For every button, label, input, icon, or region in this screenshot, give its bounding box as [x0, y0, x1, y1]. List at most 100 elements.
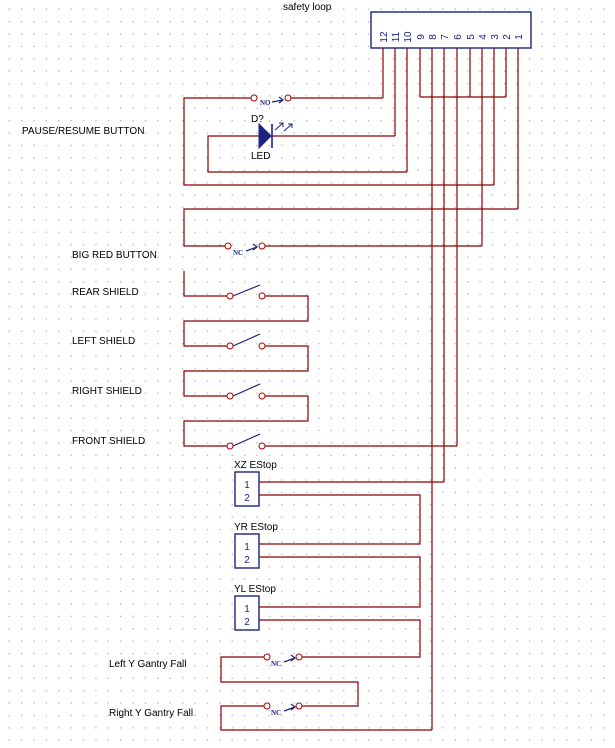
big-red-terminal-left — [224, 242, 232, 250]
right-shield-terminal-right — [258, 392, 266, 400]
connector-pin-label: 3 — [490, 34, 501, 40]
gantry-fall-circuits: Left Y Gantry Fall Right Y Gantry Fall N… — [109, 653, 432, 731]
wire-rear-shield-left — [183, 271, 228, 297]
rear-shield-blade — [232, 284, 261, 297]
left-shield-switch — [226, 333, 266, 350]
yl-estop: YL EStop 1 2 — [234, 584, 276, 631]
xz-estop-pin1: 1 — [244, 480, 250, 491]
connector-pin-label: 6 — [453, 34, 464, 40]
wire-xz-to-yr — [259, 494, 421, 545]
connector-pin-label: 5 — [466, 34, 477, 40]
led-value: LED — [251, 151, 270, 162]
pause-resume-circuit: PAUSE/RESUME BUTTON NO — [22, 94, 494, 186]
big-red-terminal-right — [258, 242, 266, 250]
rear-shield-switch — [226, 284, 266, 300]
wire-right-gantry-to-pin8 — [220, 705, 432, 731]
connector-title: safety loop — [283, 2, 332, 13]
yl-estop-pin1: 1 — [244, 604, 250, 615]
connector-pin-label: 4 — [478, 34, 489, 40]
xz-estop-body — [234, 471, 260, 507]
yl-estop-pin2: 2 — [244, 617, 250, 628]
right-gantry-switch-type: NC — [271, 709, 281, 717]
yr-estop-label: YR EStop — [234, 522, 278, 533]
led-designator: D? — [251, 114, 264, 125]
yr-estop-pin1: 1 — [244, 542, 250, 553]
xz-estop-pin2: 2 — [244, 493, 250, 504]
yl-estop-body — [234, 595, 260, 631]
rear-shield-label: REAR SHIELD — [72, 287, 139, 298]
right-gantry-terminal-right — [295, 702, 303, 710]
left-gantry-label: Left Y Gantry Fall — [109, 659, 186, 670]
left-gantry-terminal-left — [263, 653, 271, 661]
connector-pin-label: 7 — [440, 34, 451, 40]
front-shield-terminal-left — [226, 442, 234, 450]
yr-estop: YR EStop 1 2 — [234, 522, 278, 569]
xz-estop-label: XZ EStop — [234, 460, 277, 471]
big-red-switch-arrow — [245, 243, 258, 252]
yr-estop-pin2: 2 — [244, 555, 250, 566]
rear-shield-terminal-left — [226, 292, 234, 300]
front-shield-terminal-right — [258, 442, 266, 450]
right-shield-terminal-left — [226, 392, 234, 400]
pause-switch-terminal-right — [284, 94, 292, 102]
connector-pin-label: 8 — [428, 34, 439, 40]
xz-estop: XZ EStop 1 2 — [234, 460, 277, 507]
left-shield-terminal-left — [226, 342, 234, 350]
led-symbol — [258, 122, 293, 150]
pause-switch-arrow — [271, 96, 284, 104]
big-red-button-label: BIG RED BUTTON — [72, 250, 157, 261]
big-red-switch-type: NC — [233, 249, 243, 257]
big-red-button-circuit: BIG RED BUTTON NC — [72, 208, 518, 261]
wire-rear-to-left — [183, 295, 309, 347]
right-gantry-switch: NC — [263, 702, 303, 717]
connector-pin-label: 9 — [416, 34, 427, 40]
led-triangle — [258, 122, 272, 150]
left-shield-label: LEFT SHIELD — [72, 336, 135, 347]
connector-pin-label: 1 — [514, 34, 525, 40]
wire-left-to-right — [183, 345, 309, 397]
right-gantry-label: Right Y Gantry Fall — [109, 708, 193, 719]
connector-pin-label: 2 — [502, 34, 513, 40]
rear-shield-terminal-right — [258, 292, 266, 300]
right-shield-switch — [226, 383, 266, 400]
wire-led-return — [207, 135, 407, 173]
front-shield-blade — [232, 433, 261, 447]
right-shield-blade — [232, 383, 261, 397]
wire-left-to-right-gantry — [220, 656, 359, 707]
led-circuit: D? LED — [207, 114, 407, 173]
left-gantry-terminal-right — [295, 653, 303, 661]
estop-circuits: XZ EStop 1 2 YR EStop 1 2 YL EStop 1 2 — [234, 460, 444, 658]
led-emission-arrow-1 — [274, 122, 284, 131]
shield-circuits: REAR SHIELD LEFT SHIELD RIGHT SHIELD FRO… — [72, 271, 457, 450]
big-red-button-switch: NC — [224, 242, 266, 257]
left-gantry-switch-arrow — [283, 654, 296, 663]
right-gantry-terminal-left — [263, 702, 271, 710]
pause-switch-type: NO — [260, 99, 271, 107]
wire-yl-to-left-gantry — [259, 619, 421, 658]
left-shield-blade — [232, 333, 261, 347]
front-shield-label: FRONT SHIELD — [72, 436, 145, 447]
connector-pin-label: 10 — [403, 31, 414, 43]
yl-estop-label: YL EStop — [234, 584, 276, 595]
wire-right-to-front — [183, 395, 309, 447]
wire-pause-loop — [183, 97, 494, 186]
pause-button-switch: NO — [250, 94, 292, 107]
connector-body — [370, 11, 532, 49]
yr-estop-body — [234, 533, 260, 569]
left-gantry-switch-type: NC — [271, 660, 281, 668]
connector-pin-leads — [382, 48, 519, 730]
wire-pin1-to-big-red — [183, 208, 518, 247]
left-gantry-switch: NC — [263, 653, 303, 668]
wire-yr-to-yl — [259, 556, 421, 608]
pause-resume-label: PAUSE/RESUME BUTTON — [22, 126, 144, 137]
connector-pin-label: 12 — [379, 31, 390, 43]
pause-switch-terminal-left — [250, 94, 258, 102]
connector-pin-label: 11 — [391, 31, 402, 42]
right-shield-label: RIGHT SHIELD — [72, 386, 142, 397]
left-shield-terminal-right — [258, 342, 266, 350]
right-gantry-switch-arrow — [283, 703, 296, 712]
led-emission-arrow-2 — [283, 123, 293, 132]
